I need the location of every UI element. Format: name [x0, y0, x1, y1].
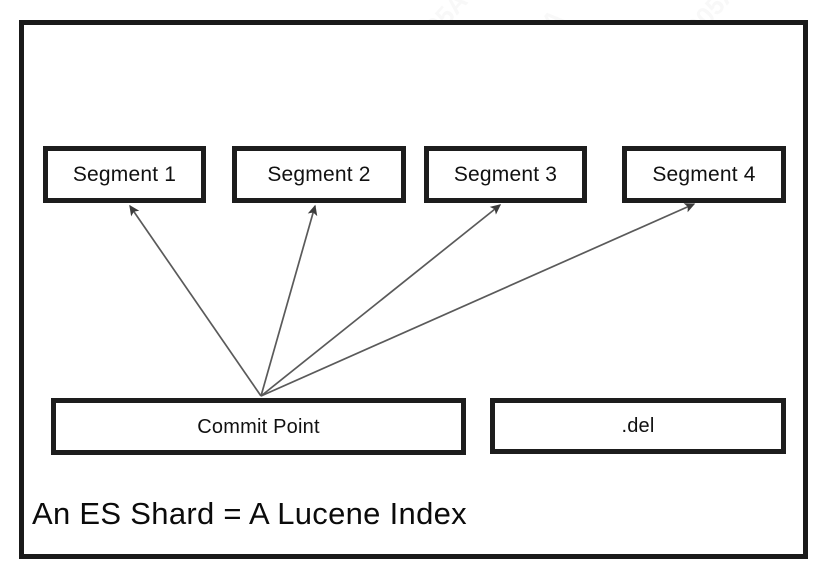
segment-label: Segment 1	[72, 163, 177, 186]
shard-caption: An ES Shard = A Lucene Index	[32, 496, 467, 531]
segment-label: Segment 2	[267, 163, 371, 186]
segment-box-4[interactable]: Segment 4	[622, 146, 786, 203]
del-file-label: .del	[621, 415, 655, 437]
commit-point-label: Commit Point	[197, 415, 320, 438]
segment-box-1[interactable]: Segment 1	[43, 146, 206, 203]
segment-label: Segment 4	[652, 163, 756, 186]
segment-box-2[interactable]: Segment 2	[232, 146, 406, 203]
commit-point-box[interactable]: Commit Point	[51, 398, 466, 455]
segment-label: Segment 3	[453, 163, 558, 186]
segment-box-3[interactable]: Segment 3	[424, 146, 587, 203]
shard-container	[19, 20, 808, 559]
del-file-box[interactable]: .del	[490, 398, 786, 454]
